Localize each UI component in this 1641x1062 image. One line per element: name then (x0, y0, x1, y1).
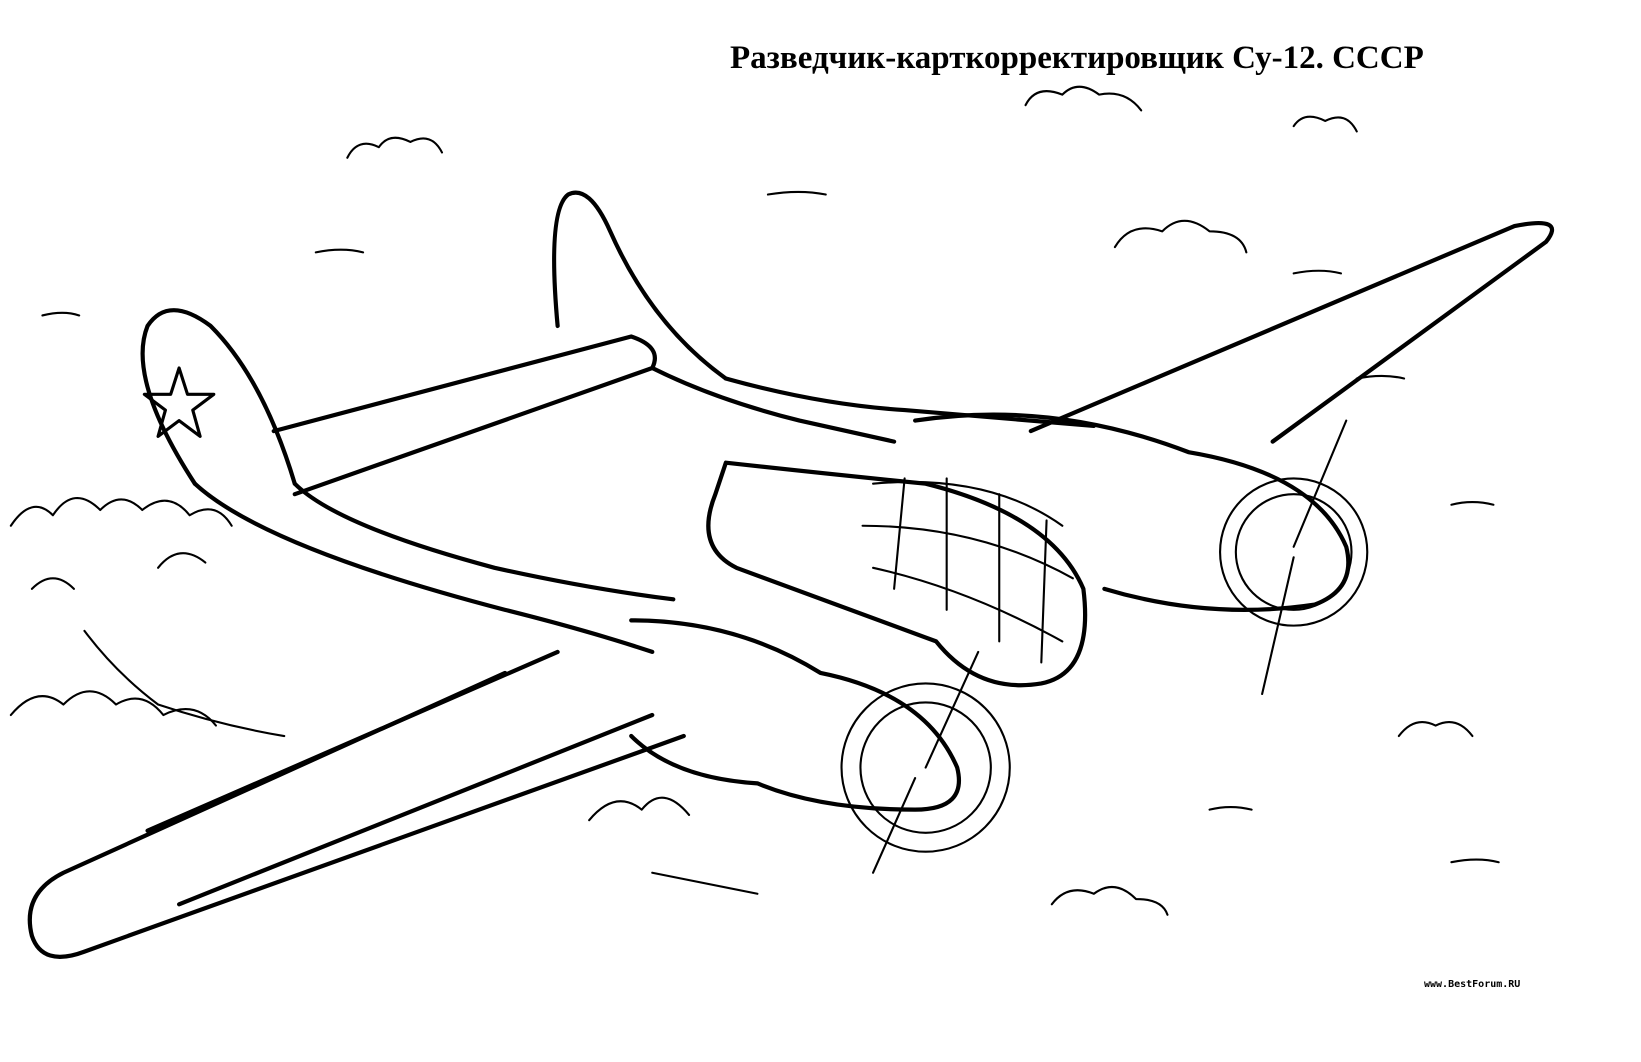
trees-ground (9, 496, 759, 895)
airplane (27, 190, 1554, 959)
page-title: Разведчик-карткорректировщик Су-12. СССР (730, 40, 1424, 76)
watermark: www.BestForum.RU (1424, 979, 1521, 990)
clouds (41, 85, 1500, 916)
